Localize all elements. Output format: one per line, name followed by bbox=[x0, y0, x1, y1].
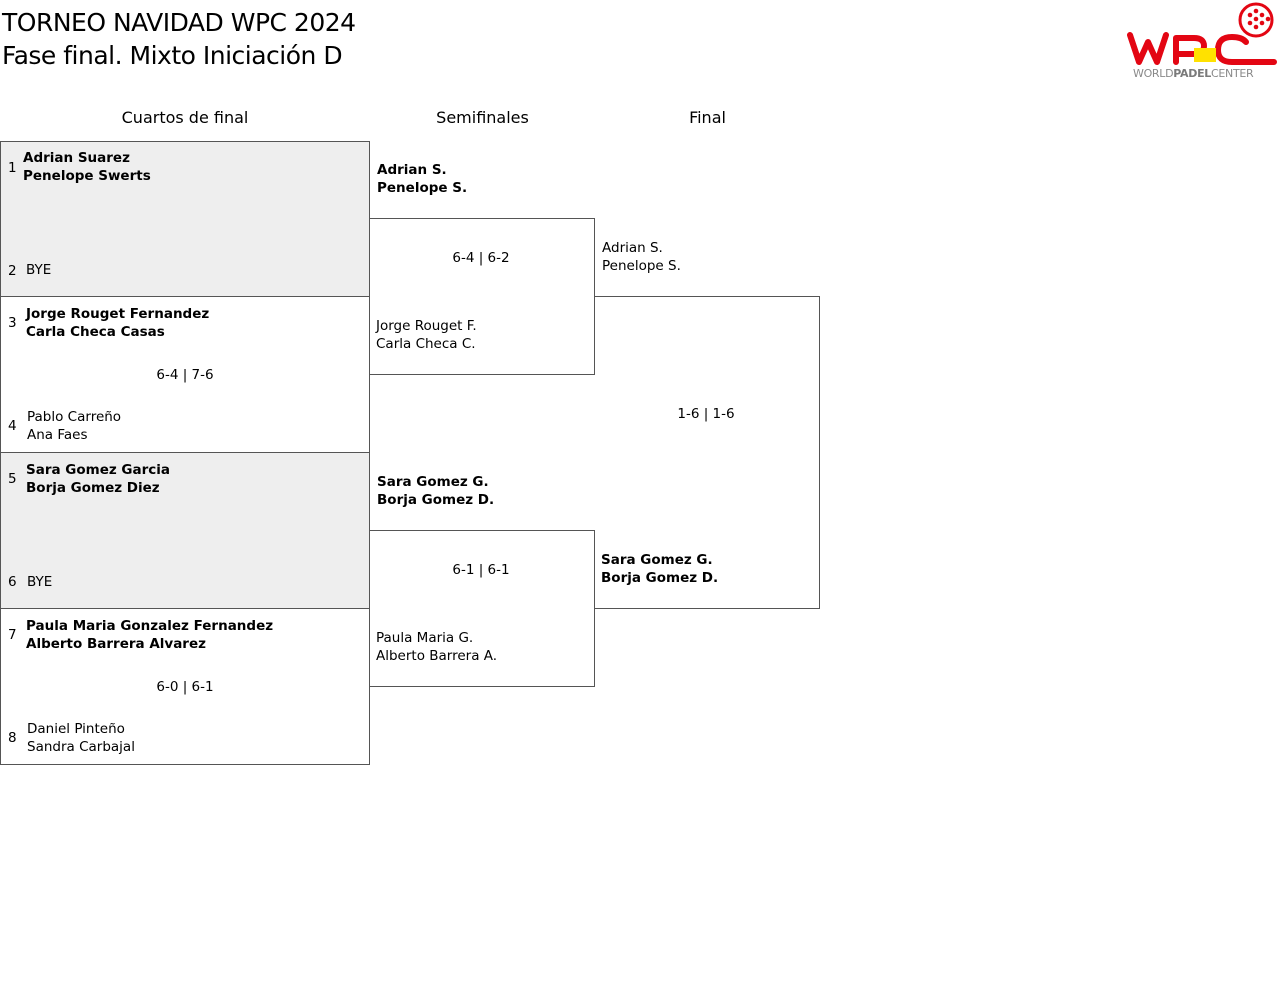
player-name: Borja Gomez Diez bbox=[26, 480, 160, 496]
player-name: Carla Checa C. bbox=[376, 336, 476, 352]
logo-wordmark: WORLDPADELCENTER bbox=[1133, 67, 1254, 80]
round-heading-final: Final bbox=[689, 108, 726, 127]
player-name: Ana Faes bbox=[27, 427, 88, 443]
player-name: Adrian S. bbox=[602, 240, 663, 256]
quarter-match-3: 5 Sara Gomez Garcia Borja Gomez Diez 6 B… bbox=[0, 452, 370, 609]
quarter-match-4: 7 Paula Maria Gonzalez Fernandez Alberto… bbox=[0, 608, 370, 765]
player-name: Jorge Rouget F. bbox=[376, 318, 477, 334]
semifinal-match-2: 6-1 | 6-1 Paula Maria G. Alberto Barrera… bbox=[369, 530, 595, 687]
player-name: Adrian Suarez bbox=[23, 150, 130, 166]
bye-label: BYE bbox=[26, 262, 52, 278]
quarter-match-2: 3 Jorge Rouget Fernandez Carla Checa Cas… bbox=[0, 296, 370, 453]
seed-number: 2 bbox=[8, 263, 17, 279]
round-heading-quarters: Cuartos de final bbox=[121, 108, 249, 127]
player-name: Alberto Barrera A. bbox=[376, 648, 498, 664]
player-name: Jorge Rouget Fernandez bbox=[26, 306, 210, 322]
match-score: 6-0 | 6-1 bbox=[156, 679, 214, 695]
seed-number: 3 bbox=[8, 315, 17, 331]
match-score: 1-6 | 1-6 bbox=[677, 406, 735, 422]
seed-number: 8 bbox=[8, 730, 17, 746]
seed-number: 4 bbox=[8, 418, 17, 434]
player-name: Daniel Pinteño bbox=[27, 721, 125, 737]
round-heading-semis: Semifinales bbox=[436, 108, 529, 127]
bye-label: BYE bbox=[27, 574, 53, 590]
semifinal-match-1: 6-4 | 6-2 Jorge Rouget F. Carla Checa C. bbox=[369, 218, 595, 375]
player-name: Alberto Barrera Alvarez bbox=[26, 636, 206, 652]
match-score: 6-4 | 7-6 bbox=[156, 367, 214, 383]
player-name: Paula Maria Gonzalez Fernandez bbox=[26, 618, 274, 634]
player-name: Borja Gomez D. bbox=[601, 570, 719, 586]
player-name: Sara Gomez G. bbox=[601, 552, 713, 568]
player-name: Pablo Carreño bbox=[27, 409, 122, 425]
player-name: Adrian S. bbox=[377, 162, 447, 178]
player-name: Carla Checa Casas bbox=[26, 324, 165, 340]
player-name: Sandra Carbajal bbox=[27, 739, 135, 755]
player-name: Paula Maria G. bbox=[376, 630, 474, 646]
player-name: Penelope Swerts bbox=[23, 168, 151, 184]
quarter-match-1: 1 Adrian Suarez Penelope Swerts 2 BYE bbox=[0, 141, 370, 297]
player-name: Sara Gomez G. bbox=[377, 474, 489, 490]
page-subtitle: Fase final. Mixto Iniciación D bbox=[2, 41, 343, 70]
wpc-logo bbox=[1127, 2, 1277, 65]
player-name: Penelope S. bbox=[602, 258, 681, 274]
player-name: Borja Gomez D. bbox=[377, 492, 495, 508]
match-score: 6-1 | 6-1 bbox=[452, 562, 510, 578]
page-title: TORNEO NAVIDAD WPC 2024 bbox=[2, 8, 356, 37]
seed-number: 5 bbox=[8, 471, 17, 487]
seed-number: 7 bbox=[8, 627, 17, 643]
player-name: Penelope S. bbox=[377, 180, 468, 196]
seed-number: 1 bbox=[8, 160, 17, 176]
final-match: 1-6 | 1-6 Sara Gomez G. Borja Gomez D. bbox=[594, 296, 820, 609]
player-name: Sara Gomez Garcia bbox=[26, 462, 171, 478]
seed-number: 6 bbox=[8, 574, 17, 590]
match-score: 6-4 | 6-2 bbox=[452, 250, 510, 266]
